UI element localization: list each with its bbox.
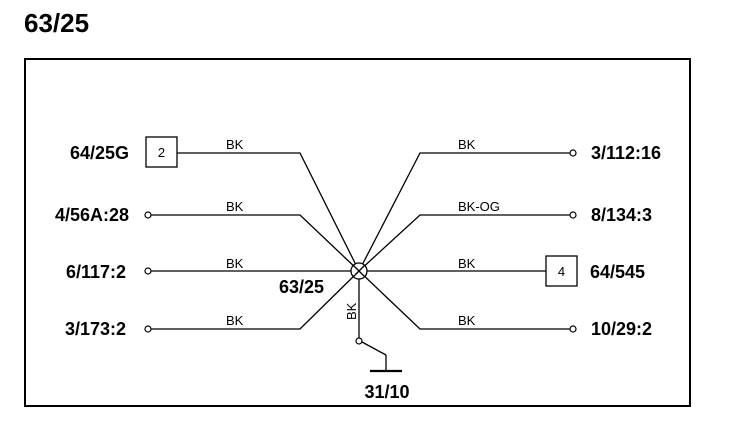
connector-label-left-2: 4/56A:28 [55,205,129,225]
splice-node [350,262,368,280]
wire-left-1 [177,152,360,272]
terminal-left-2 [144,211,152,219]
wire-color-left-1: BK [226,137,244,152]
connector-label-left-3: 6/117:2 [66,262,126,282]
connector-box-right: 4 [545,255,578,287]
connector-label-right-3: 64/545 [590,262,645,282]
wire-right-4 [358,270,570,330]
terminal-left-4 [144,325,152,333]
ground-wire-color: BK [344,302,359,320]
terminal-ground [355,337,363,345]
terminal-right-2 [569,211,577,219]
terminal-right-1 [569,149,577,157]
wire-color-right-4: BK [458,313,476,328]
terminal-left-3 [144,267,152,275]
connector-box-left: 2 [145,136,178,168]
wire-left-4 [151,270,360,330]
ground-label: 31/10 [364,382,409,402]
wire-color-right-1: BK [458,137,476,152]
wire-color-left-4: BK [226,313,244,328]
wire-color-right-3: BK [458,256,476,271]
connector-label-right-1: 3/112:16 [591,143,661,163]
connector-label-left-4: 3/173:2 [65,319,126,339]
wire-right-2 [358,214,570,272]
wire-right-1 [358,152,570,272]
wire-left-2 [151,214,360,272]
terminal-right-4 [569,325,577,333]
wire-color-left-3: BK [226,256,244,271]
splice-label: 63/25 [279,277,324,297]
svg-text:2: 2 [158,145,165,160]
ground-switch [361,341,387,356]
connector-label-right-4: 10/29:2 [591,319,652,339]
page-title: 63/25 [24,8,90,38]
connector-label-right-2: 8/134:3 [591,205,652,225]
diagram-frame [24,58,691,407]
svg-text:4: 4 [558,264,565,279]
wire-color-left-2: BK [226,199,244,214]
wire-color-right-2: BK-OG [458,199,500,214]
connector-label-left-1: 64/25G [70,143,129,163]
